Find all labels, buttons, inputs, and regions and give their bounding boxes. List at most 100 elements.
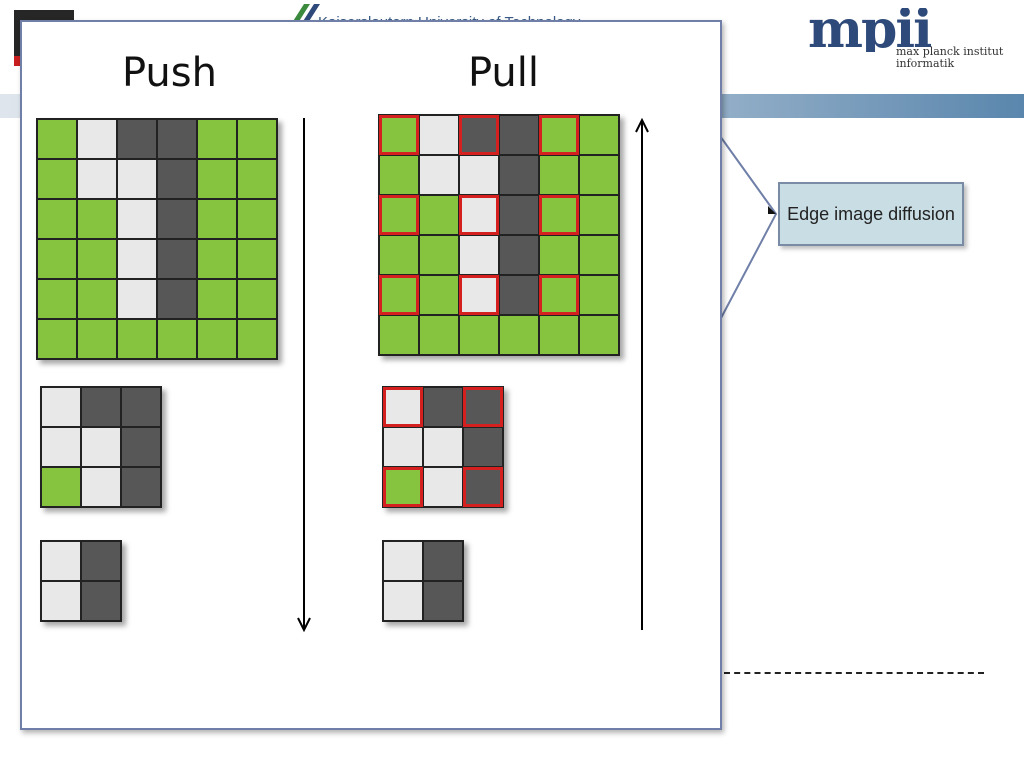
- pixel-cell: [82, 542, 120, 580]
- pull-grid-level-0: [378, 114, 620, 356]
- pixel-cell: [420, 316, 458, 354]
- pixel-cell: [198, 120, 236, 158]
- pixel-cell: [420, 196, 458, 234]
- highlighted-pixel-cell: [459, 115, 499, 155]
- pixel-cell: [420, 116, 458, 154]
- pixel-cell: [580, 236, 618, 274]
- pixel-cell: [500, 276, 538, 314]
- pixel-cell: [118, 280, 156, 318]
- highlighted-pixel-cell: [379, 275, 419, 315]
- pixel-cell: [158, 320, 196, 358]
- pixel-cell: [82, 582, 120, 620]
- mpi-logo-mark: mpii: [808, 8, 931, 52]
- highlighted-pixel-cell: [463, 467, 503, 507]
- university-logo-accent: [14, 56, 22, 66]
- pixel-cell: [78, 200, 116, 238]
- pixel-cell: [38, 320, 76, 358]
- pixel-cell: [580, 196, 618, 234]
- pixel-cell: [238, 240, 276, 278]
- pixel-cell: [78, 160, 116, 198]
- pixel-cell: [198, 240, 236, 278]
- pixel-cell: [38, 240, 76, 278]
- pixel-cell: [78, 320, 116, 358]
- pixel-cell: [460, 316, 498, 354]
- pixel-cell: [420, 236, 458, 274]
- pixel-cell: [384, 428, 422, 466]
- pixel-cell: [38, 280, 76, 318]
- pixel-cell: [500, 156, 538, 194]
- pixel-cell: [78, 120, 116, 158]
- pixel-cell: [420, 276, 458, 314]
- dashed-divider: [724, 672, 984, 674]
- pixel-cell: [500, 116, 538, 154]
- pixel-cell: [198, 280, 236, 318]
- pixel-cell: [122, 468, 160, 506]
- pixel-cell: [580, 156, 618, 194]
- push-grid-level-2: [40, 540, 122, 622]
- mpi-logo-line2: informatik: [896, 57, 955, 70]
- pixel-cell: [580, 316, 618, 354]
- pixel-cell: [420, 156, 458, 194]
- pixel-cell: [122, 388, 160, 426]
- pull-up-arrow-icon: [635, 118, 649, 630]
- callout-box: Edge image diffusion: [778, 182, 964, 246]
- pixel-cell: [198, 320, 236, 358]
- highlighted-pixel-cell: [539, 115, 579, 155]
- pixel-cell: [500, 236, 538, 274]
- pixel-cell: [464, 428, 502, 466]
- pixel-cell: [198, 160, 236, 198]
- pixel-cell: [158, 120, 196, 158]
- pixel-cell: [238, 160, 276, 198]
- pixel-cell: [118, 160, 156, 198]
- pixel-cell: [540, 156, 578, 194]
- pixel-cell: [158, 160, 196, 198]
- pixel-cell: [78, 280, 116, 318]
- highlighted-pixel-cell: [379, 115, 419, 155]
- pull-grid-level-2: [382, 540, 464, 622]
- highlighted-pixel-cell: [539, 195, 579, 235]
- pixel-cell: [424, 468, 462, 506]
- pixel-cell: [38, 120, 76, 158]
- pixel-cell: [580, 276, 618, 314]
- mpi-logo-line1: max planck institut: [896, 45, 1004, 58]
- highlighted-pixel-cell: [539, 275, 579, 315]
- pixel-cell: [380, 156, 418, 194]
- pixel-cell: [158, 200, 196, 238]
- mpi-logo: mpii max planck institut informatik: [808, 8, 1003, 70]
- pixel-cell: [118, 200, 156, 238]
- highlighted-pixel-cell: [459, 195, 499, 235]
- pixel-cell: [500, 196, 538, 234]
- pixel-cell: [158, 240, 196, 278]
- pixel-cell: [158, 280, 196, 318]
- push-pull-panel: Push Pull: [20, 20, 722, 730]
- pixel-cell: [118, 240, 156, 278]
- push-grid-level-1: [40, 386, 162, 508]
- highlighted-pixel-cell: [463, 387, 503, 427]
- pixel-cell: [42, 388, 80, 426]
- pixel-cell: [38, 160, 76, 198]
- mpi-logo-text: max planck institut informatik: [896, 46, 1003, 70]
- pixel-cell: [424, 542, 462, 580]
- push-grid-level-0: [36, 118, 278, 360]
- highlighted-pixel-cell: [379, 195, 419, 235]
- highlighted-pixel-cell: [383, 467, 423, 507]
- pixel-cell: [78, 240, 116, 278]
- pixel-cell: [238, 280, 276, 318]
- pixel-cell: [122, 428, 160, 466]
- pixel-cell: [380, 236, 418, 274]
- pixel-cell: [238, 200, 276, 238]
- pixel-cell: [500, 316, 538, 354]
- pixel-cell: [380, 316, 418, 354]
- highlighted-pixel-cell: [459, 275, 499, 315]
- pixel-cell: [82, 428, 120, 466]
- pixel-cell: [540, 236, 578, 274]
- push-title: Push: [122, 50, 217, 96]
- pixel-cell: [580, 116, 618, 154]
- push-down-arrow-icon: [297, 118, 311, 633]
- pull-title: Pull: [468, 50, 539, 96]
- pixel-cell: [38, 200, 76, 238]
- pixel-cell: [424, 428, 462, 466]
- pixel-cell: [118, 320, 156, 358]
- pixel-cell: [82, 388, 120, 426]
- pixel-cell: [424, 582, 462, 620]
